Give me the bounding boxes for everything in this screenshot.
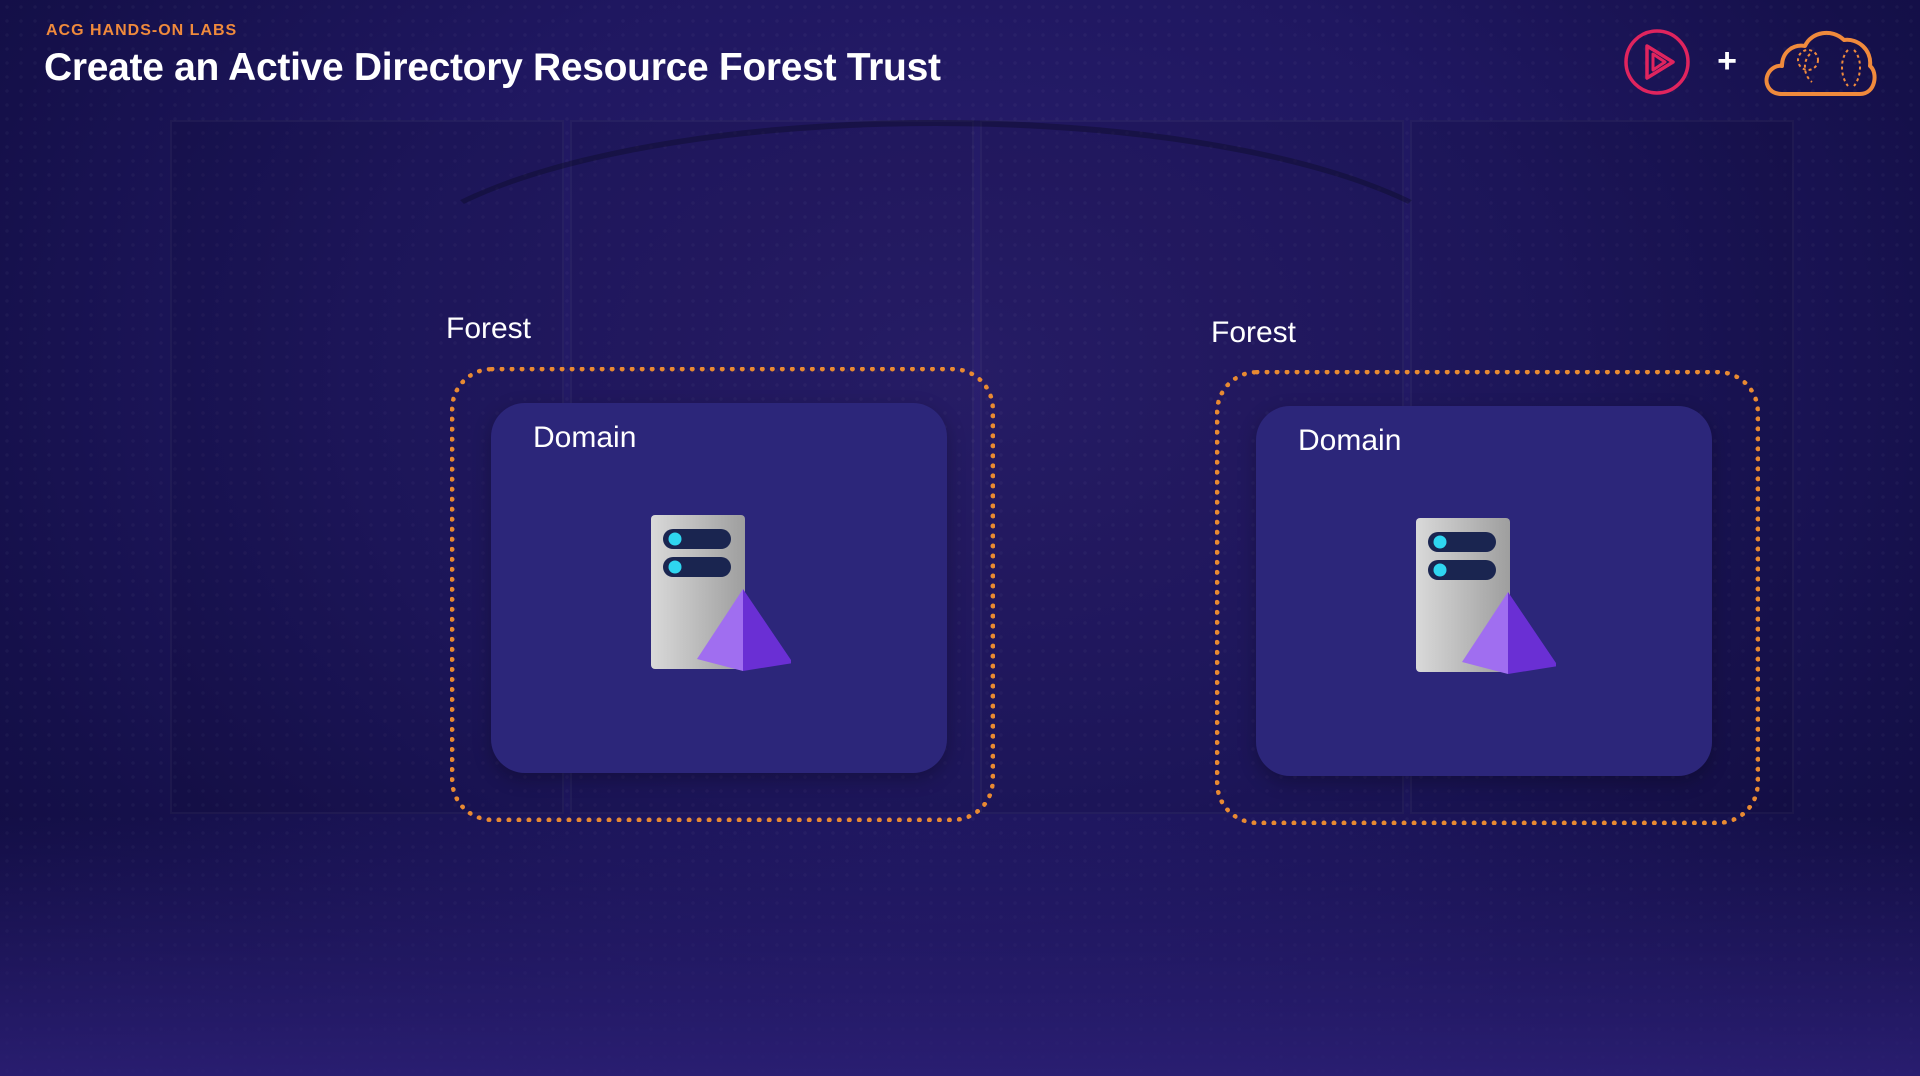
forest-boundary (1215, 370, 1760, 825)
eyebrow-label: ACG HANDS-ON LABS (46, 22, 238, 39)
domain-label: Domain (533, 421, 637, 454)
domain-card: Domain (491, 403, 947, 773)
server-icon (1416, 518, 1556, 674)
domain-label: Domain (1298, 424, 1402, 457)
page-title: Create an Active Directory Resource Fore… (44, 46, 941, 89)
plus-icon: + (1717, 42, 1737, 80)
play-circle-icon (1624, 29, 1690, 95)
server-icon (651, 515, 791, 671)
cloud-icon (1764, 30, 1877, 96)
forest-label: Forest (446, 312, 532, 345)
forest-label: Forest (1211, 316, 1297, 349)
background-cable (380, 120, 1492, 452)
domain-card: Domain (1256, 406, 1712, 776)
background-fade (0, 816, 1920, 1076)
forest-boundary (450, 367, 995, 822)
